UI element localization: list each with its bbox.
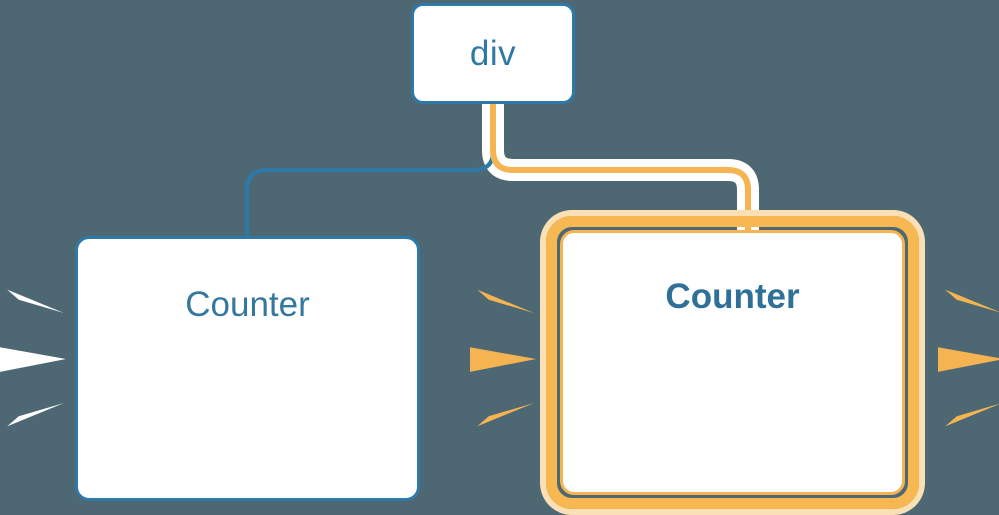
node-counter-right[interactable]: Counter (560, 230, 905, 495)
node-div-label: div (469, 34, 517, 73)
sparkle-ray-icon (938, 347, 999, 372)
sparkle-ray-icon (7, 403, 64, 427)
rays-right-orange (938, 283, 999, 448)
node-counter-left[interactable]: Counter (75, 236, 420, 501)
sparkle-ray-icon (477, 289, 534, 313)
sparkle-ray-icon (945, 289, 999, 313)
rays-mid-orange (470, 283, 540, 448)
sparkle-ray-icon (470, 347, 536, 372)
sparkle-ray-icon (945, 403, 999, 427)
sparkle-ray-icon (0, 347, 66, 372)
node-div[interactable]: div (411, 3, 575, 104)
rays-left-white (0, 283, 70, 448)
sparkle-ray-icon (7, 289, 64, 313)
node-counter-right-label: Counter (665, 277, 800, 316)
edge-div-to-left-counter (245, 98, 495, 242)
edge-div-to-right-counter (490, 97, 751, 243)
highlight-ring-right-counter (546, 216, 919, 509)
sparkle-ray-icon (477, 403, 534, 427)
node-counter-left-label: Counter (185, 285, 310, 324)
